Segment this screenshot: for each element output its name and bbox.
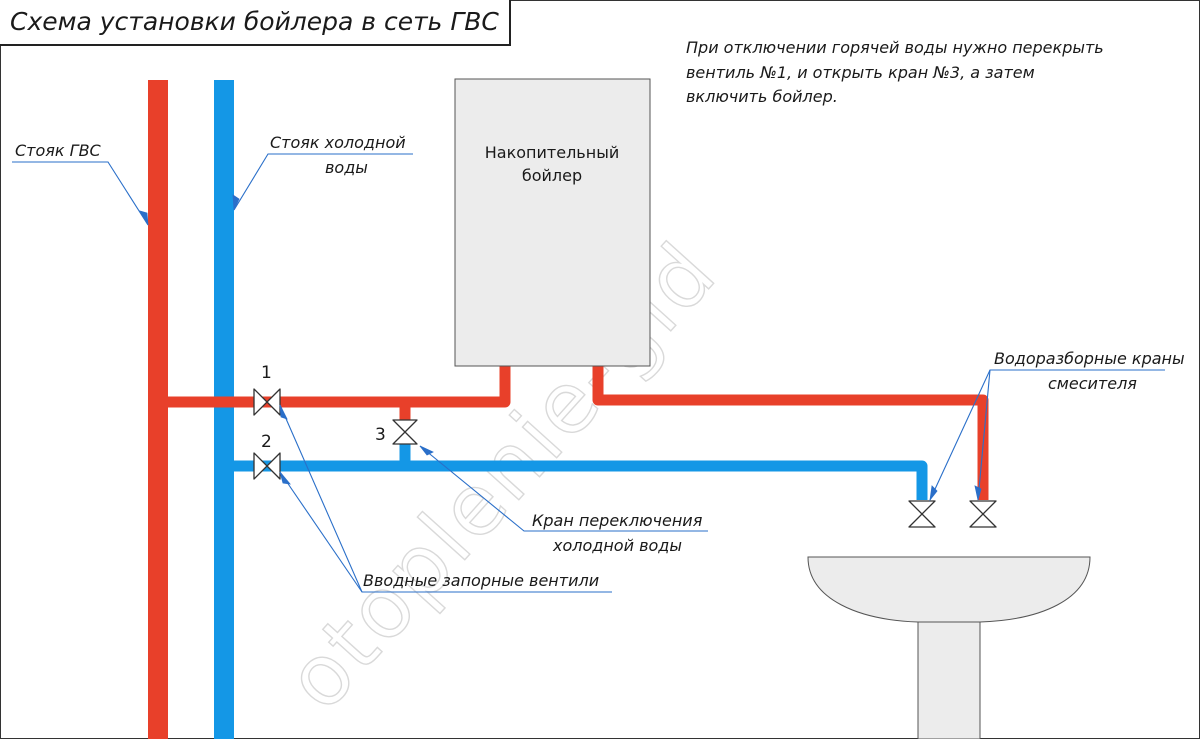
cold-riser-label-line-1: Стояк холодной — [270, 133, 406, 152]
washbasin — [807, 556, 1091, 623]
note-line-2: вентиль №1, и открыть кран №3, а затем — [686, 63, 1035, 82]
cold-branch-pipe — [234, 460, 928, 500]
leader-arrowheads — [139, 194, 982, 502]
note-line-3: включить бойлер. — [686, 87, 838, 106]
title-box: Схема установки бойлера в сеть ГВС — [0, 0, 511, 46]
valve-3[interactable] — [392, 419, 418, 445]
hot-water-riser-pipe — [148, 80, 168, 739]
note-line-1: При отключении горячей воды нужно перекр… — [686, 38, 1104, 57]
mixer-tap-hot[interactable] — [969, 500, 997, 528]
valve-2[interactable] — [253, 452, 281, 480]
hot-riser-label: Стояк ГВС — [15, 141, 101, 160]
mixer-taps-label-line-2: смесителя — [1048, 374, 1137, 393]
valve-1[interactable] — [253, 388, 281, 416]
cold-water-riser-pipe — [214, 80, 234, 739]
mixer-tap-cold[interactable] — [908, 500, 936, 528]
boiler-label-line-1: Накопительный — [485, 143, 619, 162]
cold-riser-label-line-2: воды — [325, 158, 368, 177]
storage-boiler — [454, 78, 651, 367]
valve-1-number: 1 — [261, 363, 272, 383]
mixer-taps-label-line-1: Водоразборные краны — [994, 349, 1185, 368]
switch-valve-label-line-1: Кран переключения — [532, 511, 703, 530]
switch-valve-label-line-2: холодной воды — [553, 536, 682, 555]
washbasin-pedestal — [917, 621, 981, 739]
boiler-label-line-2: бойлер — [522, 166, 582, 185]
valve-3-number: 3 — [375, 425, 386, 445]
leader-lines — [12, 153, 1165, 593]
diagram-title: Схема установки бойлера в сеть ГВС — [10, 7, 499, 36]
inlet-valves-label: Вводные запорные вентили — [363, 571, 600, 590]
valve-2-number: 2 — [261, 432, 272, 452]
